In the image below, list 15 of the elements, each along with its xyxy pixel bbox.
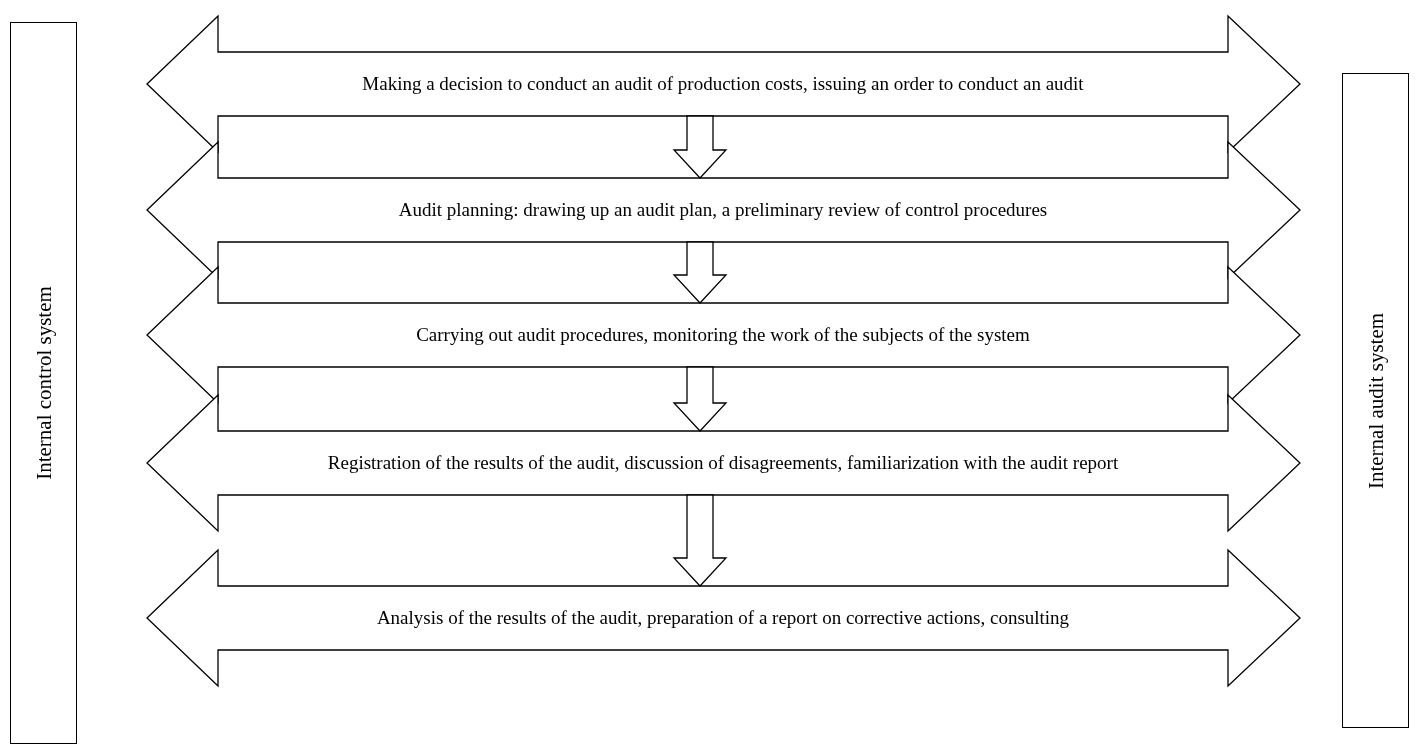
- step-text: Registration of the results of the audit, discussion of disagreements, familiarization with the audit report: [326, 451, 1120, 475]
- side-panel: [1342, 73, 1409, 728]
- step-text: Analysis of the results of the audit, preparation of a report on corrective actions, consulting: [375, 606, 1071, 630]
- side-panel: [10, 22, 77, 744]
- block-arrow: [672, 115, 728, 179]
- double-arrow-shape: [147, 395, 1300, 531]
- block-arrow: [672, 366, 728, 432]
- double-arrow-shape: [147, 550, 1300, 686]
- block-arrow: [672, 241, 728, 304]
- step-text: Audit planning: drawing up an audit plan, a preliminary review of control procedures: [397, 198, 1049, 222]
- panel-label: Internal control system: [31, 286, 56, 480]
- block-arrow: [672, 494, 728, 587]
- step-text: Carrying out audit procedures, monitoring the work of the subjects of the system: [415, 323, 1031, 347]
- step-text: Making a decision to conduct an audit of production costs, issuing an order to conduct an audit: [361, 72, 1085, 96]
- panel-label: Internal audit system: [1363, 312, 1388, 489]
